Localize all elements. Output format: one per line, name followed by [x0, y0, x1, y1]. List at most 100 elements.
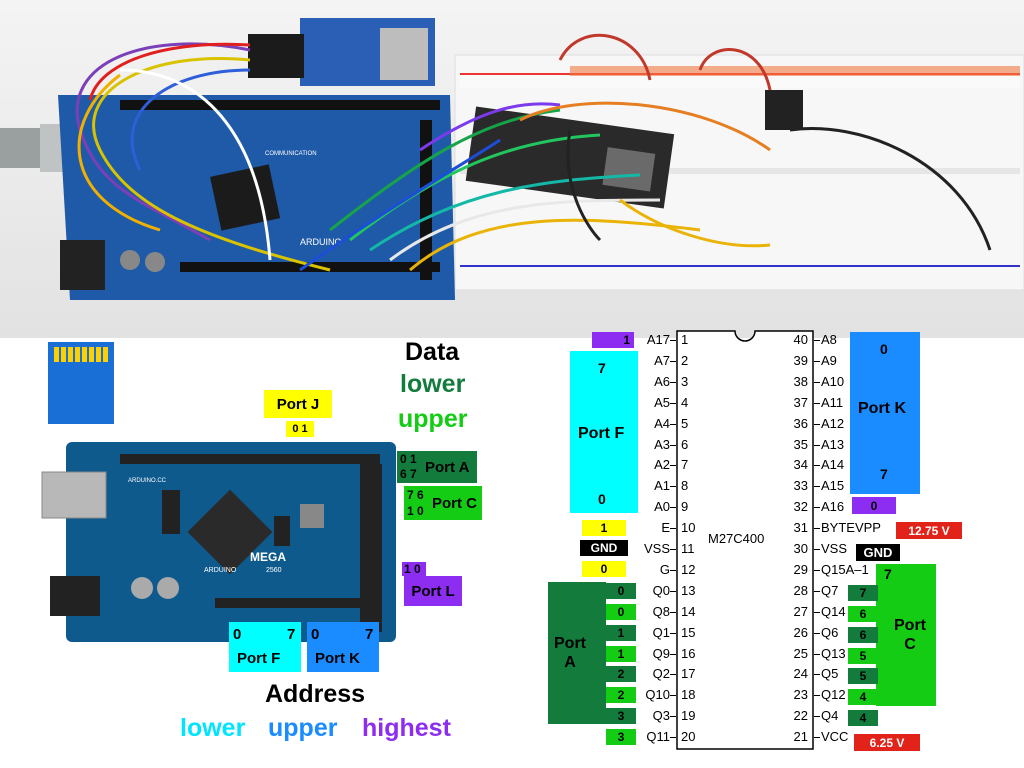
pin-tick: [814, 528, 820, 530]
left-data-bit-tag: 3: [606, 729, 636, 746]
pin-tick: [670, 611, 676, 613]
left-port-f-bottom-bit: 0: [598, 491, 606, 507]
right-pin-name: VSS: [821, 541, 848, 556]
right-port-k-top-bit: 0: [880, 341, 888, 357]
right-pin-number: 26: [793, 624, 808, 640]
left-pin-name: A4: [654, 415, 670, 431]
port-l-label: Port L: [404, 576, 462, 606]
right-data-bit-tag: 5: [848, 647, 878, 664]
pin-tick: [814, 569, 820, 571]
left-gnd-tag: GND: [580, 540, 628, 556]
left-pin-name: Q3: [652, 708, 670, 724]
pin-tick: [670, 465, 676, 467]
left-pin-number: 2: [681, 352, 689, 368]
right-pin-number: 22: [793, 708, 808, 724]
pin-tick: [670, 674, 676, 676]
pin-tick: [814, 507, 820, 509]
right-pin-number: 23: [793, 687, 808, 703]
right-pin-name: Q15A–1: [821, 561, 869, 577]
right-pin-number: 27: [793, 603, 808, 619]
right-pin-name: A8: [821, 332, 837, 347]
left-pin-name: Q10: [645, 687, 670, 703]
left-pin-number: 5: [681, 415, 689, 431]
port-f-bit-0: 0: [233, 626, 242, 643]
left-pin-number: 14: [681, 603, 696, 619]
pin-tick: [670, 632, 676, 634]
left-pin-number: 4: [681, 394, 689, 410]
right-pin-name: VCC: [821, 729, 849, 745]
board-arduino-text: ARDUINO: [300, 237, 342, 247]
left-pin-name: E: [661, 520, 670, 536]
left-data-bit-tag: 1: [606, 624, 636, 641]
pin-tick: [670, 737, 676, 739]
pin-tick: [670, 695, 676, 697]
right-pin-name: A12: [821, 415, 845, 431]
left-pin-name: A0: [654, 499, 670, 515]
right-pin-number: 24: [793, 666, 808, 682]
right-pin-number: 32: [793, 499, 808, 515]
left-pin-number: 20: [681, 729, 696, 745]
right-pin-name: Q5: [821, 666, 839, 682]
arduino-text: ARDUINO: [204, 567, 237, 574]
left-pin-name: Q1: [652, 624, 670, 640]
pin-tick: [814, 486, 820, 488]
m27c400-pinout: M27C400 1 7 Port F 0 1 GND 0 Port A 0 Po…: [540, 330, 1024, 768]
pin-tick: [814, 381, 820, 383]
right-pin-name: Q7: [821, 582, 839, 598]
left-pin-name: Q8: [652, 603, 670, 619]
port-j-label: Port J: [264, 390, 332, 418]
port-a-bits-top: 0 1: [400, 452, 417, 466]
board-communication-text: COMMUNICATION: [265, 151, 317, 157]
pin-tick: [814, 340, 820, 341]
right-data-bit-tag: 5: [848, 668, 878, 685]
address-upper-legend: upper: [268, 714, 338, 742]
left-pin-name: A5: [654, 394, 670, 410]
port-k-bit-0: 0: [311, 626, 320, 643]
mega-text: MEGA: [250, 550, 286, 564]
right-pin-number: 21: [793, 729, 808, 745]
right-pin-number: 30: [793, 541, 808, 556]
right-port-k-label: Port K: [858, 400, 906, 417]
pin-tick: [670, 360, 676, 362]
left-pin-number: 11: [681, 541, 695, 556]
sd-card-icon: [48, 342, 114, 424]
mega-num-text: 2560: [266, 567, 282, 574]
right-pin-name: Q14: [821, 603, 846, 619]
pin-tick: [670, 716, 676, 718]
port-c-bits-top: 7 6: [407, 488, 424, 502]
left-pin-number: 19: [681, 708, 696, 724]
left-pin-number: 9: [681, 499, 689, 515]
left-data-bit-tag: 3: [606, 708, 636, 725]
arduino-cc-text: ARDUINO.CC: [128, 478, 167, 484]
left-pin-name: A2: [654, 457, 670, 473]
right-gnd-tag: GND: [856, 544, 900, 561]
left-data-bit-tag: 2: [606, 666, 636, 683]
port-a-label: Port A: [425, 459, 470, 476]
right-pin-name: Q12: [821, 687, 846, 703]
left-port-a-label: Port A: [554, 635, 586, 671]
switch: [765, 90, 803, 130]
data-heading: Data: [405, 338, 460, 366]
e-pin-tag: 1: [582, 520, 626, 536]
right-port-c-q15-bit: 7: [884, 566, 892, 582]
left-pin-name: Q11: [646, 729, 670, 745]
pin-tick: [814, 549, 820, 550]
left-pin-name: A7: [654, 352, 670, 368]
port-l-bits: 1 0: [404, 562, 421, 576]
left-port-a-tag: Port A: [548, 582, 606, 724]
pin-tick: [670, 340, 676, 341]
left-pin-name: A3: [654, 436, 670, 452]
pin-tick: [670, 528, 676, 530]
left-data-bit-tag: 0: [606, 603, 636, 620]
chip-body: [676, 330, 814, 750]
port-k-tag: 0 7 Port K: [307, 622, 379, 672]
pin-tick: [814, 632, 820, 634]
right-pin-number: 35: [793, 436, 808, 452]
pin-tick: [670, 549, 676, 550]
right-pin-number: 25: [793, 645, 808, 661]
port-c-label: Port C: [432, 495, 477, 512]
right-pin-name: A14: [821, 457, 845, 473]
right-port-k-bottom-bit: 7: [880, 466, 888, 482]
pin-tick: [814, 465, 820, 467]
right-pin-name: A13: [821, 436, 845, 452]
